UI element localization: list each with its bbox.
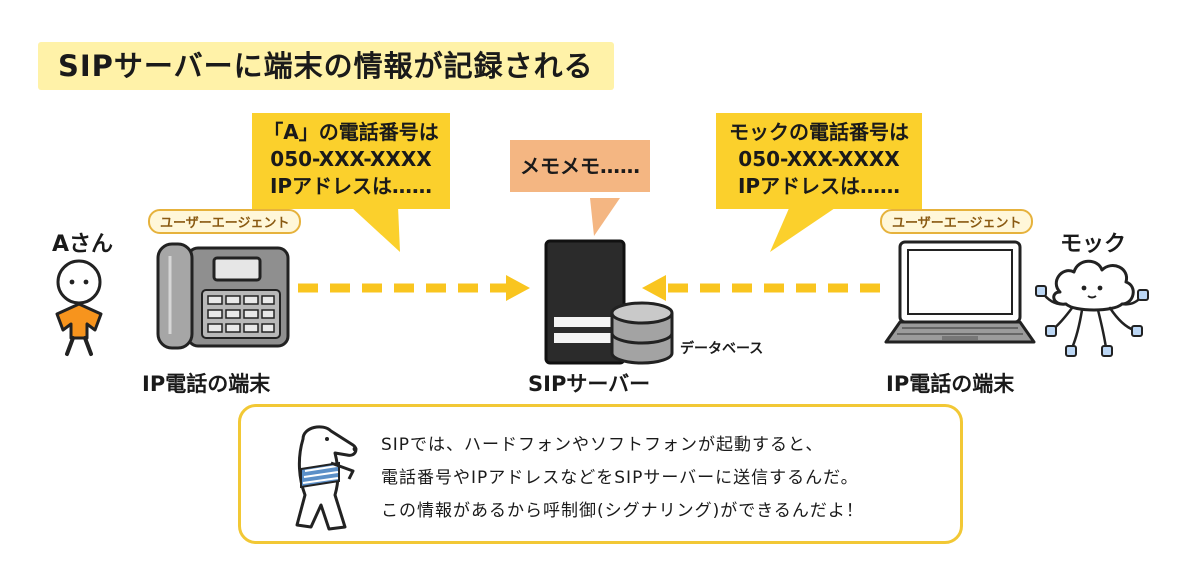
right-callout-line: IPアドレスは……: [737, 174, 901, 198]
person-a-label: Aさん: [52, 232, 114, 257]
left-callout-line: 「A」の電話番号は: [263, 120, 439, 144]
database-label: データベース: [680, 341, 764, 357]
sip-server-label: SIPサーバー: [528, 372, 651, 396]
note-line: 電話番号やIPアドレスなどをSIPサーバーに送信するんだ。: [381, 468, 859, 488]
right-callout-tail: [770, 206, 838, 252]
right-user-agent-tag: ユーザーエージェント: [880, 209, 1034, 234]
note-line: この情報があるから呼制御(シグナリング)ができるんだよ！: [381, 501, 864, 521]
sip-server-icon: [544, 239, 674, 365]
right-callout: モックの電話番号は 050-XXX-XXXX IPアドレスは……: [716, 113, 922, 209]
note-text: SIPでは、ハードフォンやソフトフォンが起動すると、 電話番号やIPアドレスなど…: [381, 429, 864, 528]
database-icon: [610, 301, 674, 365]
desk-phone-icon: [156, 242, 290, 350]
page-title: SIPサーバーに端末の情報が記録される: [38, 42, 614, 90]
left-callout-line: IPアドレスは……: [269, 174, 433, 198]
left-device-label: IP電話の端末: [142, 372, 271, 396]
explanation-note: SIPでは、ハードフォンやソフトフォンが起動すると、 電話番号やIPアドレスなど…: [238, 404, 963, 544]
center-callout-text: メモメモ……: [520, 154, 640, 178]
right-device-label: IP電話の端末: [886, 372, 1015, 396]
mock-character-icon: [1035, 259, 1149, 357]
center-callout: メモメモ……: [510, 140, 650, 192]
left-callout-tail: [350, 206, 400, 252]
left-callout: 「A」の電話番号は 050-XXX-XXXX IPアドレスは……: [252, 113, 450, 209]
note-line: SIPでは、ハードフォンやソフトフォンが起動すると、: [381, 435, 824, 455]
right-callout-line: モックの電話番号は: [729, 120, 909, 144]
laptop-icon: [884, 240, 1036, 344]
person-a-icon: [55, 259, 103, 356]
right-callout-line: 050-XXX-XXXX: [738, 147, 900, 171]
left-callout-line: 050-XXX-XXXX: [270, 147, 432, 171]
left-user-agent-tag: ユーザーエージェント: [148, 209, 302, 234]
person-mock-label: モック: [1060, 232, 1127, 257]
center-callout-tail: [590, 198, 620, 236]
polar-bear-icon: [295, 425, 358, 531]
